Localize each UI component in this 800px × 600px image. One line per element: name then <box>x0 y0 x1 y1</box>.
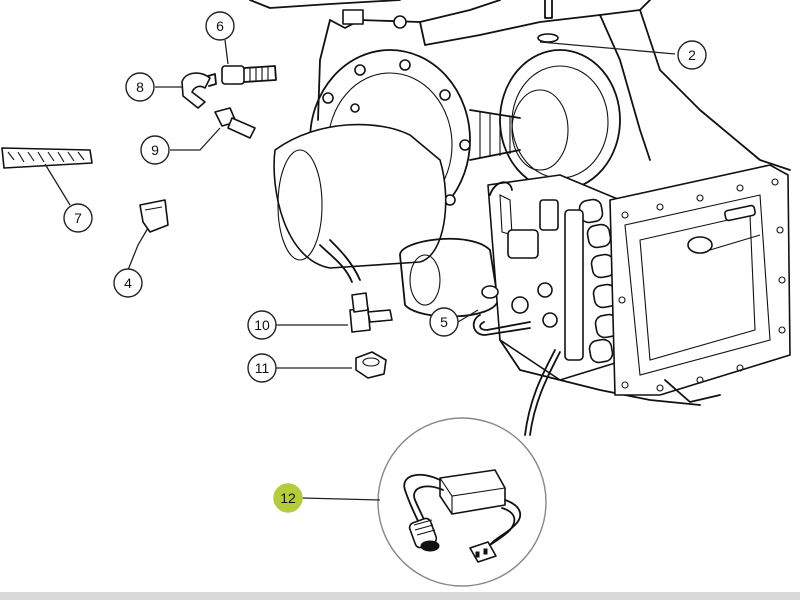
callout-label: 11 <box>255 360 270 376</box>
part-harness-strip <box>1 147 93 169</box>
part-straight-fitting <box>214 107 256 139</box>
flat-plug <box>469 541 497 563</box>
callout-label: 6 <box>216 18 224 34</box>
callout-label: 8 <box>136 79 144 95</box>
callout-8[interactable]: 8 <box>125 72 155 102</box>
bottom-scroll-strip <box>0 592 800 600</box>
callout-5[interactable]: 5 <box>429 307 459 337</box>
callout-7[interactable]: 7 <box>63 203 93 233</box>
callout-label: 10 <box>254 317 270 333</box>
detail-magnifier <box>377 417 547 587</box>
part-stud-bolt <box>221 65 277 85</box>
callout-label: 4 <box>124 275 132 291</box>
part-pipe-fitting <box>472 285 531 336</box>
callout-label: 12 <box>280 490 296 506</box>
callout-9[interactable]: 9 <box>140 135 170 165</box>
callout-12-highlighted[interactable]: 12 <box>273 483 303 513</box>
top-bolt-middle <box>393 15 407 29</box>
part-nut <box>355 351 387 379</box>
round-connector <box>408 517 440 552</box>
part-elbow-fitting <box>181 72 217 109</box>
callout-6[interactable]: 6 <box>205 11 235 41</box>
callout-label: 9 <box>151 142 159 158</box>
sensor-cable <box>524 349 556 436</box>
top-stud <box>544 0 553 19</box>
side-cover-frame <box>609 164 791 403</box>
callout-10[interactable]: 10 <box>247 310 277 340</box>
electronic-module <box>439 469 506 515</box>
callout-label: 2 <box>688 47 696 63</box>
callout-label: 7 <box>74 210 82 226</box>
transmission-housing <box>249 0 791 406</box>
part-clip <box>139 199 169 233</box>
callout-11[interactable]: 11 <box>247 353 277 383</box>
top-bolt-left <box>342 9 364 25</box>
valve-block <box>487 174 626 381</box>
leader-lines <box>44 39 676 501</box>
callout-4[interactable]: 4 <box>113 268 143 298</box>
highlight-marker <box>273 483 303 513</box>
callout-2[interactable]: 2 <box>677 40 707 70</box>
callout-label: 5 <box>440 314 448 330</box>
part-tee-fitting <box>319 239 393 333</box>
top-washer <box>537 33 559 43</box>
cylinder-body <box>273 123 447 269</box>
bell-housing-ring <box>499 49 621 191</box>
